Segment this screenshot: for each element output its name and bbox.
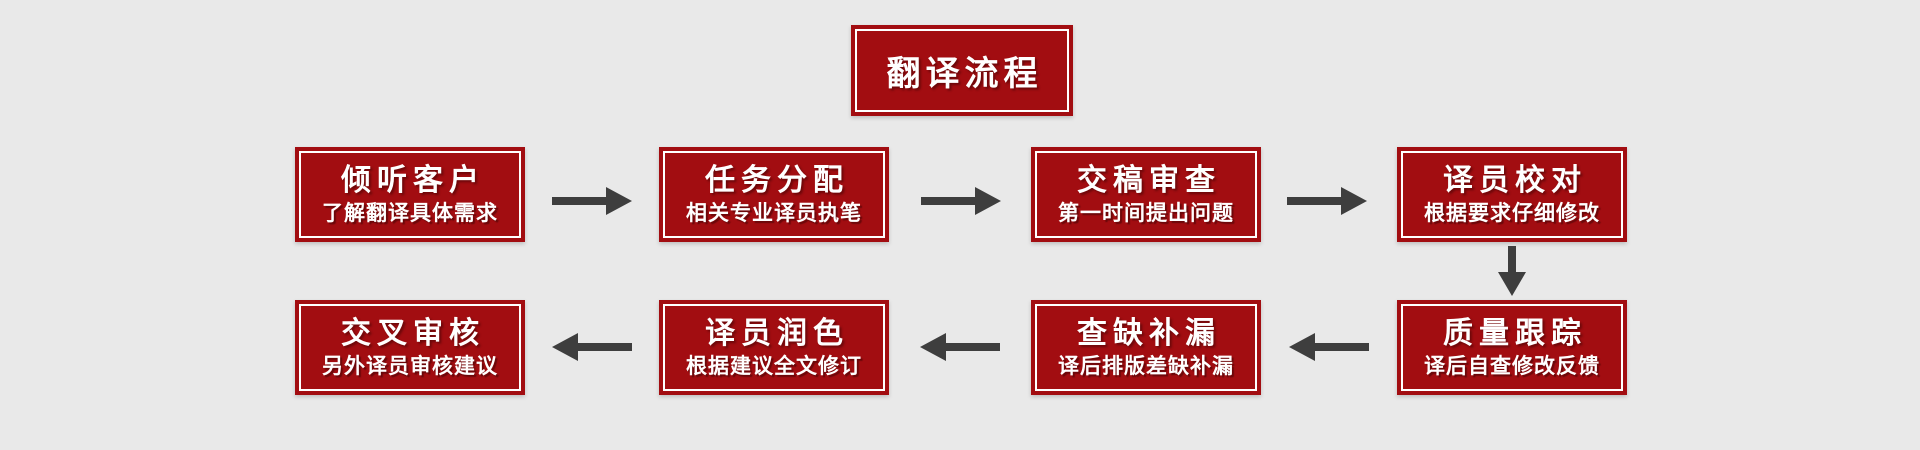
step-box-quality-tracking: 质量跟踪 译后自查修改反馈 bbox=[1397, 300, 1627, 395]
flowchart-title-box: 翻译流程 bbox=[851, 25, 1073, 116]
arrow-right-icon bbox=[552, 187, 632, 215]
step-subtitle: 了解翻译具体需求 bbox=[322, 200, 498, 225]
step-title: 任务分配 bbox=[705, 162, 849, 198]
step-title: 倾听客户 bbox=[341, 162, 485, 198]
arrow-left-icon bbox=[552, 333, 632, 361]
step-title: 交叉审核 bbox=[341, 315, 485, 351]
step-subtitle: 根据要求仔细修改 bbox=[1424, 200, 1600, 225]
step-box-submission-review: 交稿审查 第一时间提出问题 bbox=[1031, 147, 1261, 242]
step-title: 质量跟踪 bbox=[1443, 315, 1587, 351]
step-subtitle: 第一时间提出问题 bbox=[1058, 200, 1234, 225]
step-box-gap-checking: 查缺补漏 译后排版差缺补漏 bbox=[1031, 300, 1261, 395]
arrow-left-icon bbox=[920, 333, 1000, 361]
step-subtitle: 译后排版差缺补漏 bbox=[1058, 353, 1234, 378]
step-box-translator-proofreading: 译员校对 根据要求仔细修改 bbox=[1397, 147, 1627, 242]
flowchart-title: 翻译流程 bbox=[886, 54, 1043, 94]
step-box-listen-client: 倾听客户 了解翻译具体需求 bbox=[295, 147, 525, 242]
step-box-translator-polishing: 译员润色 根据建议全文修订 bbox=[659, 300, 889, 395]
arrow-down-icon bbox=[1498, 246, 1526, 296]
step-subtitle: 相关专业译员执笔 bbox=[686, 200, 862, 225]
step-subtitle: 根据建议全文修订 bbox=[686, 353, 862, 378]
step-subtitle: 另外译员审核建议 bbox=[322, 353, 498, 378]
step-title: 交稿审查 bbox=[1077, 162, 1221, 198]
step-box-cross-review: 交叉审核 另外译员审核建议 bbox=[295, 300, 525, 395]
step-title: 查缺补漏 bbox=[1077, 315, 1221, 351]
step-title: 译员校对 bbox=[1443, 162, 1587, 198]
step-title: 译员润色 bbox=[705, 315, 849, 351]
step-box-task-assignment: 任务分配 相关专业译员执笔 bbox=[659, 147, 889, 242]
arrow-right-icon bbox=[921, 187, 1001, 215]
arrow-left-icon bbox=[1289, 333, 1369, 361]
arrow-right-icon bbox=[1287, 187, 1367, 215]
step-subtitle: 译后自查修改反馈 bbox=[1424, 353, 1600, 378]
